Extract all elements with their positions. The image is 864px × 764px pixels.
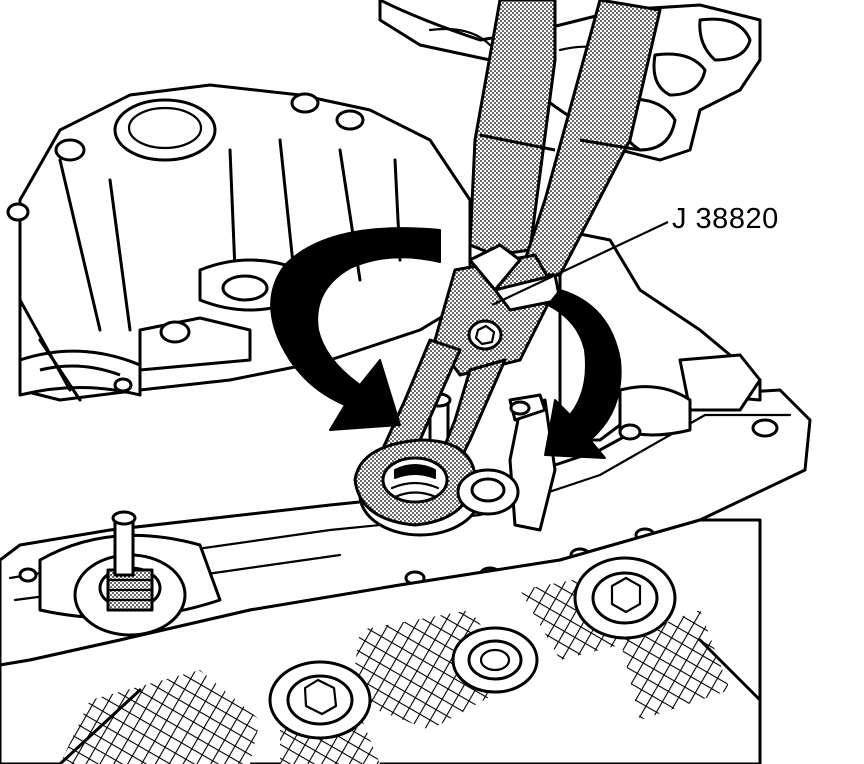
head-bolt-center [451,626,539,694]
curved-arrow-clockwise-right-icon [544,289,622,459]
head-bolt-left [268,660,372,740]
tool-number-callout: J 38820 [672,203,779,235]
technician-hand [378,0,762,162]
head-bolt-right [573,556,677,640]
callout-leader-line [491,221,669,306]
rocker-arm [456,393,557,532]
valve-spring-compressor-tool [353,0,662,527]
curved-arrow-clockwise-icon [270,227,441,431]
lower-casting [0,518,762,764]
left-valve-assembly [38,510,222,637]
